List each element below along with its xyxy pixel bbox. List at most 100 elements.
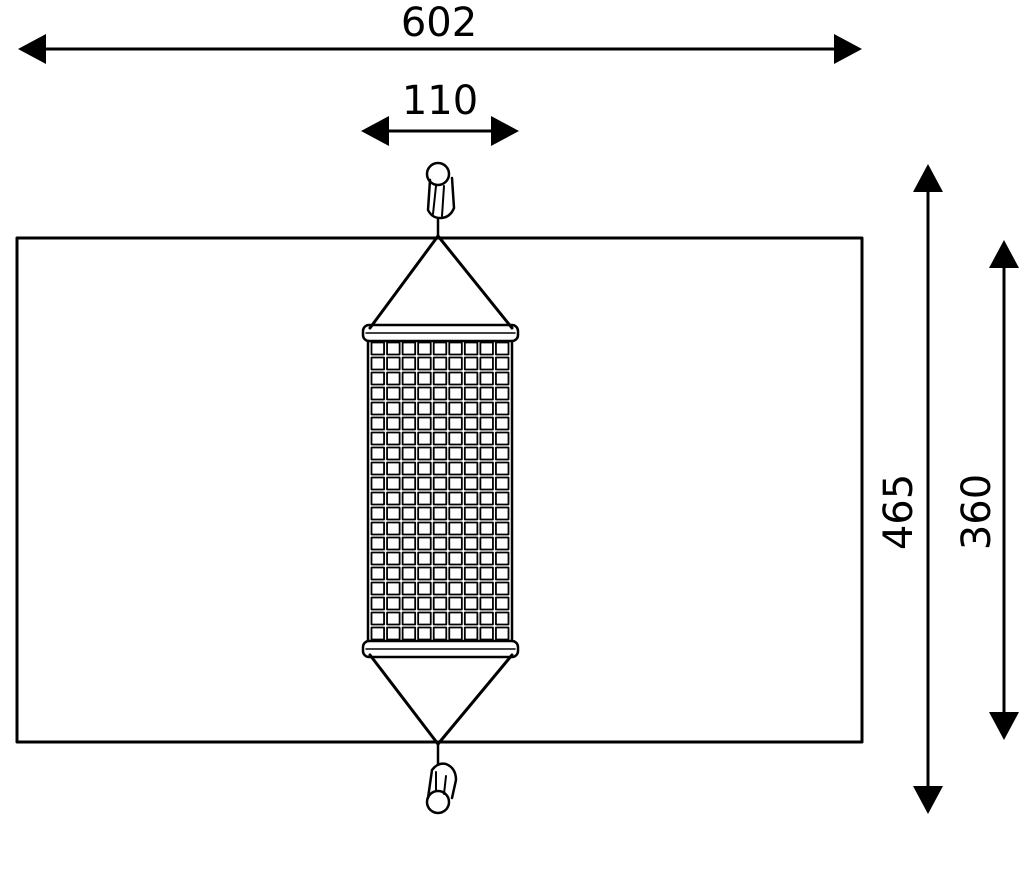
net-cell: [370, 371, 385, 386]
net-cell: [479, 626, 494, 641]
net-cell: [448, 416, 463, 431]
net-cell: [417, 446, 432, 461]
net-cell: [448, 491, 463, 506]
net-cell: [479, 551, 494, 566]
net-cell: [370, 356, 385, 371]
net-cell: [463, 356, 479, 371]
net-cell: [463, 506, 479, 521]
net-cell: [463, 536, 479, 551]
net-cell: [432, 491, 448, 506]
net-mesh: [366, 339, 514, 643]
net-cell: [370, 446, 385, 461]
net-cell: [432, 446, 448, 461]
net-cell: [463, 551, 479, 566]
net-cell: [386, 371, 401, 386]
net-cell: [479, 536, 494, 551]
net-cell: [386, 536, 401, 551]
net-cell: [401, 356, 417, 371]
net-cell: [495, 356, 510, 371]
net-cell: [386, 356, 401, 371]
net-cell: [370, 536, 385, 551]
net-cell: [479, 401, 494, 416]
net-cell: [463, 521, 479, 536]
net-cell: [448, 446, 463, 461]
net-cell: [432, 551, 448, 566]
net-cell: [463, 566, 479, 581]
net-cell: [448, 611, 463, 626]
net-cell: [417, 401, 432, 416]
net-cell: [463, 386, 479, 401]
footprint-length-label: 360: [954, 474, 1000, 550]
net-cell: [401, 611, 417, 626]
net-cell: [417, 386, 432, 401]
net-cell: [386, 566, 401, 581]
net-cell: [417, 626, 432, 641]
net-cell: [370, 581, 385, 596]
net-cell: [401, 476, 417, 491]
net-cell: [495, 476, 510, 491]
net-cell: [495, 551, 510, 566]
net-cell: [463, 461, 479, 476]
net-cell: [386, 461, 401, 476]
net-cell: [370, 521, 385, 536]
footprint-length-dimension: 360: [954, 240, 1019, 740]
net-cell: [495, 431, 510, 446]
net-width-label: 110: [402, 78, 478, 124]
net-cell: [495, 521, 510, 536]
net-cell: [370, 461, 385, 476]
net-cell: [417, 371, 432, 386]
overall-length-dimension: 465: [876, 164, 943, 814]
net-cell: [448, 521, 463, 536]
net-cell: [370, 506, 385, 521]
net-cell: [448, 536, 463, 551]
net-cell: [386, 416, 401, 431]
net-cell: [479, 596, 494, 611]
net-cell: [463, 491, 479, 506]
net-cell: [370, 476, 385, 491]
net-cell: [479, 611, 494, 626]
net-cell: [370, 491, 385, 506]
net-cell: [417, 551, 432, 566]
net-cell: [463, 371, 479, 386]
net-cell: [495, 401, 510, 416]
bottom-rope-bridle: [368, 653, 514, 746]
net-cell: [495, 536, 510, 551]
net-cell: [432, 521, 448, 536]
net-cell: [401, 416, 417, 431]
net-cell: [448, 461, 463, 476]
net-cell: [463, 401, 479, 416]
net-cell: [495, 341, 510, 356]
net-cell: [463, 416, 479, 431]
net-width-dimension: 110: [361, 78, 519, 146]
net-cell: [479, 566, 494, 581]
net-cell: [370, 431, 385, 446]
net-cell: [463, 626, 479, 641]
net-cell: [432, 356, 448, 371]
net-cell: [432, 431, 448, 446]
net-cell: [432, 476, 448, 491]
net-cell: [479, 341, 494, 356]
net-cell: [432, 401, 448, 416]
net-cell: [417, 536, 432, 551]
net-cell: [401, 581, 417, 596]
net-cell: [386, 551, 401, 566]
net-cell: [479, 371, 494, 386]
net-cell: [448, 356, 463, 371]
net-cell: [386, 581, 401, 596]
net-cell: [417, 491, 432, 506]
net-cell: [495, 491, 510, 506]
net-cell: [448, 371, 463, 386]
net-cell: [370, 386, 385, 401]
net-cell: [479, 506, 494, 521]
net-cell: [417, 611, 432, 626]
net-cell: [448, 476, 463, 491]
net-cell: [495, 611, 510, 626]
net-cell: [432, 416, 448, 431]
net-cell: [448, 401, 463, 416]
net-cell: [432, 626, 448, 641]
net-cell: [448, 551, 463, 566]
net-cell: [370, 626, 385, 641]
net-cell: [432, 371, 448, 386]
net-cell: [417, 416, 432, 431]
